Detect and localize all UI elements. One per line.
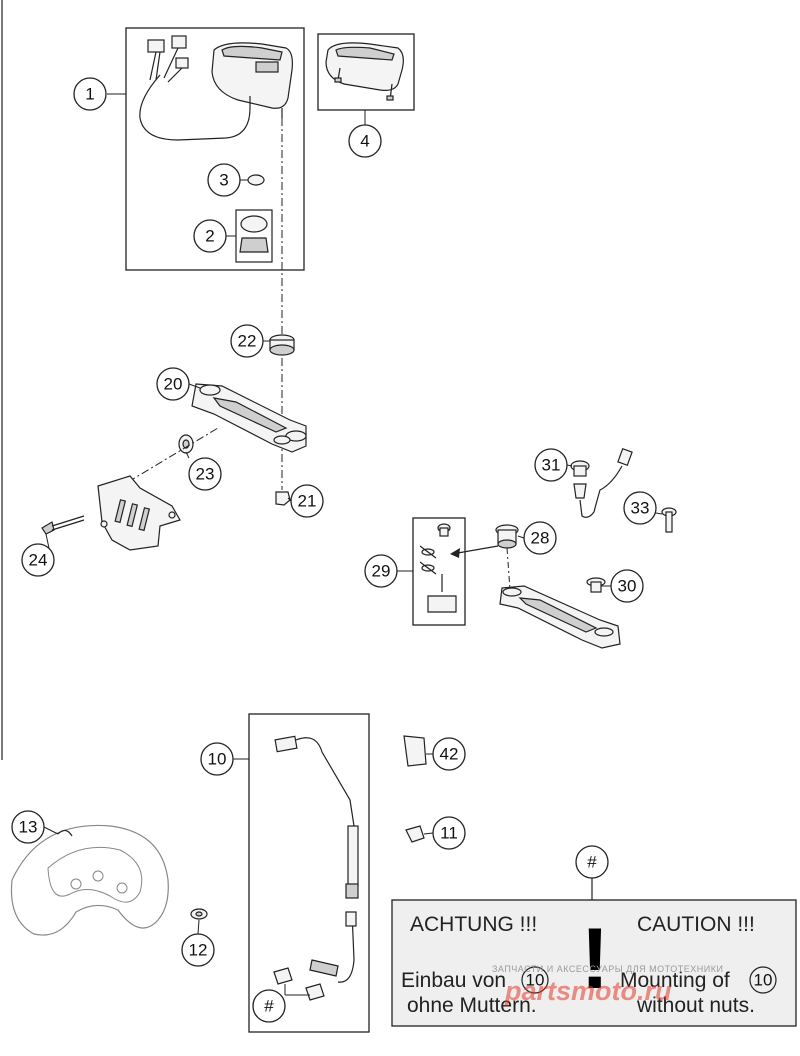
callout-28	[523, 521, 557, 555]
callout-label-22: 22	[238, 332, 257, 351]
callout-label-20: 20	[164, 375, 183, 394]
sensor-cable-part	[573, 447, 633, 518]
warning-title-en: CAUTION !!!	[637, 913, 755, 936]
callout-10	[200, 742, 234, 776]
warning-line1-de: Einbau von	[401, 969, 506, 992]
callout-label-11: 11	[440, 824, 458, 843]
watermark-text: ЗАПЧАСТИ И АКСЕССУАРЫ ДЛЯ МОТОТЕХНИКИ	[492, 964, 723, 974]
callout-label-3: 3	[219, 171, 228, 190]
warning-box: ACHTUNG !!! CAUTION !!! ! Einbau von 10 …	[391, 899, 797, 1027]
callout-1	[73, 77, 107, 111]
screw-part	[41, 515, 85, 535]
spacer-part	[190, 908, 208, 920]
callout-label-29: 29	[372, 562, 391, 581]
callout-33	[623, 491, 657, 525]
warning-line2-de: ohne Muttern.	[407, 994, 537, 1017]
insert-arrow-line	[451, 545, 499, 555]
sensor-plug-part-31	[570, 460, 590, 477]
callout-3	[207, 163, 241, 197]
callout-label-4: 4	[360, 132, 369, 151]
callout-label-42: 42	[440, 745, 459, 764]
grommet-axis-line	[127, 427, 219, 483]
callout-4	[348, 124, 382, 158]
rubber-bushing-part	[269, 334, 295, 356]
callout-label-10: 10	[208, 750, 227, 769]
sensor-bracket-part	[97, 475, 181, 551]
callout-label-30: 30	[618, 577, 637, 596]
nut-part	[275, 491, 291, 506]
warning-exclamation-icon: !	[581, 911, 610, 1007]
sleeve-part	[495, 524, 519, 549]
warning-ref-en: 10	[754, 971, 773, 990]
callout-label-12: 12	[189, 941, 208, 960]
mounting-kit-frame	[317, 33, 415, 111]
sensor-plug-part-33	[661, 507, 677, 533]
speedometer-part	[139, 35, 293, 141]
speed-sensor-cable-part	[273, 735, 359, 1001]
callout-21	[290, 484, 324, 518]
warning-line1-en: Mounting of	[620, 969, 730, 992]
callout-label-23: 23	[196, 465, 215, 484]
callout-12	[181, 933, 215, 967]
callout-label-1: 1	[85, 85, 94, 104]
hash-label-cable: #	[264, 997, 274, 1016]
insert-arrow-head	[450, 548, 460, 558]
hash-label-warning: #	[587, 853, 597, 872]
circlip-part	[57, 829, 73, 837]
callout-23	[188, 457, 222, 491]
warning-ref-circle-de	[521, 966, 549, 994]
warning-title-de: ACHTUNG !!!	[410, 913, 537, 936]
callout-label-2: 2	[205, 227, 214, 246]
small-clip-part	[405, 825, 425, 843]
small-display-part	[325, 42, 404, 101]
callout-11	[432, 816, 466, 850]
watermark-logo: partsmoto.ru	[504, 976, 672, 1006]
callout-42	[432, 737, 466, 771]
callout-label-13: 13	[19, 818, 38, 837]
brake-disc-part	[10, 824, 169, 936]
callout-20	[156, 367, 190, 401]
callout-label-28: 28	[531, 529, 550, 548]
bracket-part	[191, 383, 307, 453]
seal-part	[235, 209, 273, 263]
callout-31	[534, 448, 568, 482]
warning-ref-de: 10	[526, 971, 545, 990]
grommet-part	[178, 434, 194, 454]
callout-label-24: 24	[29, 551, 48, 570]
plug-part-30	[586, 577, 606, 593]
right-axis-line	[506, 547, 511, 591]
callout-label-31: 31	[542, 456, 561, 475]
cable-kit-frame	[248, 713, 370, 1033]
callout-2	[193, 219, 227, 253]
callout-label-21: 21	[298, 492, 317, 511]
bracket-part-right	[499, 585, 621, 649]
callout-labels: 1 2 3 4 10 11 12 13 20 21 22 23 24 28 29…	[19, 85, 650, 1016]
callouts	[11, 77, 657, 1023]
warning-ref-circle-en	[749, 966, 777, 994]
callout-label-33: 33	[631, 499, 650, 518]
warning-line2-en: without nuts.	[636, 994, 755, 1017]
callout-13	[11, 810, 45, 844]
retrofit-contents	[419, 523, 457, 613]
callout-29	[364, 554, 398, 588]
hash-marker-cable	[252, 989, 286, 1023]
callout-22	[230, 324, 264, 358]
speedometer-kit-frame	[125, 27, 305, 271]
cap-part	[247, 174, 265, 186]
clip-part	[403, 735, 427, 767]
callout-30	[610, 569, 644, 603]
callout-24	[21, 543, 55, 577]
